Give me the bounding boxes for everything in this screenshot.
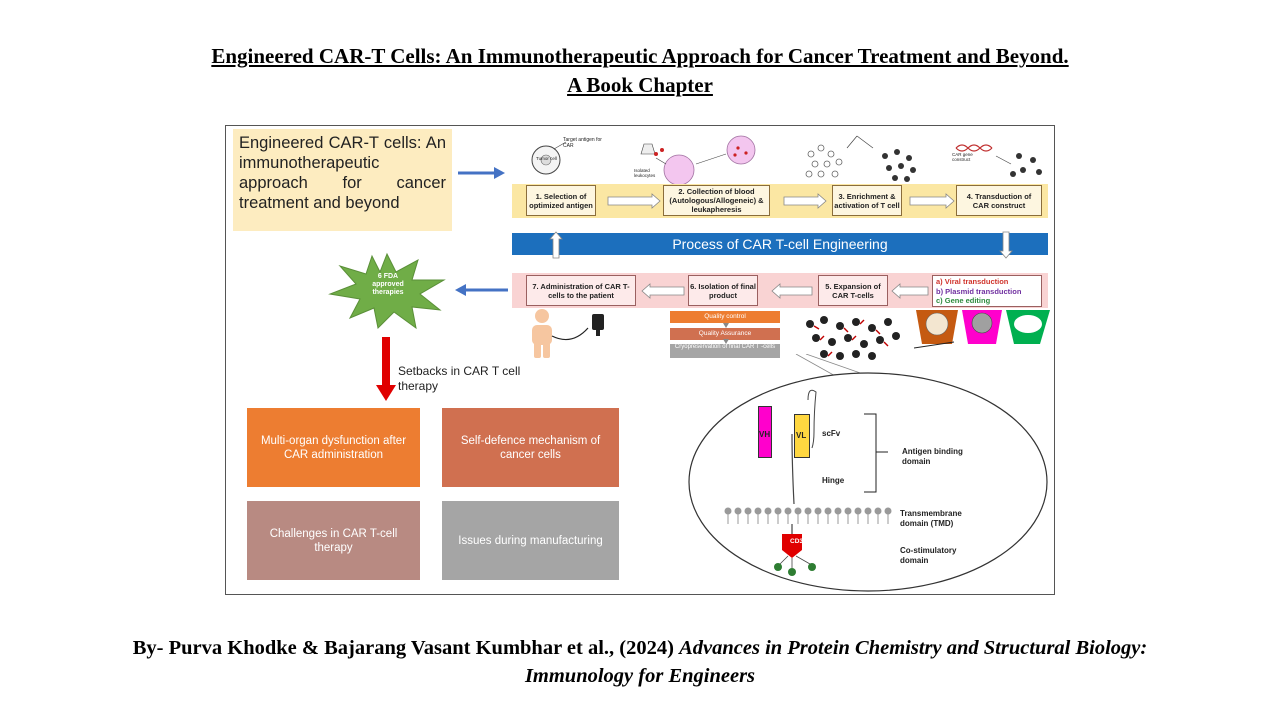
step-6: 6. Isolation of final product xyxy=(688,275,758,306)
right-arrow-icon xyxy=(458,167,505,179)
quality-assurance: Quality Assurance xyxy=(670,328,780,340)
box-self-defence: Self-defence mechanism of cancer cells xyxy=(442,408,619,487)
figure-title-box: Engineered CAR-T cells: An immunotherape… xyxy=(233,129,452,231)
page-title: Engineered CAR-T Cells: An Immunotherape… xyxy=(211,44,1069,68)
fda-therapies-label: 6 FDA approved therapies xyxy=(372,273,404,296)
setbacks-label: Setbacks in CAR T cell therapy xyxy=(398,364,521,393)
expanded-t-cells xyxy=(806,316,900,360)
box-challenges: Challenges in CAR T-cell therapy xyxy=(247,501,420,580)
journal-line: Immunology for Engineers xyxy=(524,665,756,687)
up-arrow-icon xyxy=(549,231,563,259)
step-arrows-bottom xyxy=(641,283,929,299)
down-red-arrow-icon xyxy=(376,337,396,401)
scfv-label: scFv xyxy=(822,429,841,438)
author-line: By- Purva Khodke & Bajarang Vasant Kumbh… xyxy=(132,637,1148,659)
process-illustrations xyxy=(531,135,756,186)
figure-panel: Engineered CAR-T cells: An immunotherape… xyxy=(225,125,1055,595)
car-gene-label: CAR gene construct xyxy=(952,152,973,162)
step-arrows-top xyxy=(607,193,955,209)
vh-label: VH xyxy=(759,430,771,439)
hinge-label: Hinge xyxy=(822,476,845,485)
t-cell-illustrations xyxy=(805,135,1042,182)
process-banner: Process of CAR T-cell Engineering xyxy=(512,233,1048,255)
down-arrow-icon xyxy=(999,231,1013,259)
step-2: 2. Collection of blood (Autologous/Allog… xyxy=(663,185,770,216)
method-viral: a) Viral transduction xyxy=(936,277,1009,286)
left-arrow-icon xyxy=(455,284,508,296)
step-1: 1. Selection of optimized antigen xyxy=(526,185,596,216)
patient-icon xyxy=(532,309,604,358)
box-multi-organ: Multi-organ dysfunction after CAR admini… xyxy=(247,408,420,487)
quality-arrows xyxy=(723,323,729,344)
vl-domain xyxy=(794,414,810,458)
method-gene-editing: c) Gene editing xyxy=(936,296,991,305)
vh-domain xyxy=(758,406,772,458)
quality-control: Quality control xyxy=(670,311,780,323)
cryopreservation: Cryopreservation of final CAR T -cells xyxy=(670,344,780,358)
step-4: 4. Transduction of CAR construct xyxy=(956,185,1042,216)
tumor-cell-label: Tumor cell xyxy=(536,156,557,161)
step-3: 3. Enrichment & activation of T cell xyxy=(832,185,902,216)
target-antigen-label: Target antigen for CAR xyxy=(563,137,602,149)
page-subtitle: A Book Chapter xyxy=(567,73,713,97)
box-manufacturing: Issues during manufacturing xyxy=(442,501,619,580)
transduction-methods: a) Viral transduction b) Plasmid transdu… xyxy=(932,275,1042,307)
antigen-binding-label: Antigen binding domain xyxy=(902,447,963,466)
transmembrane-label: Transmembrane domain (TMD) xyxy=(900,509,962,528)
transduction-vessels xyxy=(914,310,1050,349)
cd3-label: CD3ζ xyxy=(790,538,806,545)
vl-label: VL xyxy=(796,431,807,440)
method-plasmid: b) Plasmid transduction xyxy=(936,286,1022,296)
isolated-leukocytes-label: Isolated leukocytes xyxy=(634,168,656,178)
car-structure-zoom xyxy=(688,354,1048,592)
step-5: 5. Expansion of CAR T-cells xyxy=(818,275,888,306)
fda-star xyxy=(328,252,446,330)
costim-label: Co-stimulatory domain xyxy=(900,546,957,565)
step-7: 7. Administration of CAR T-cells to the … xyxy=(526,275,636,306)
